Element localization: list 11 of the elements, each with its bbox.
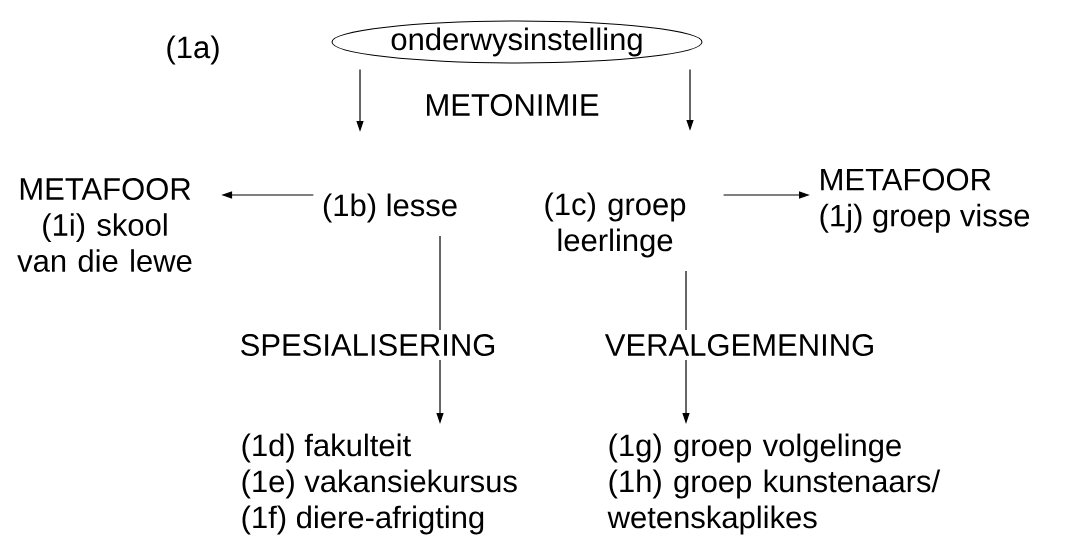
node-text: (1b) lesse xyxy=(323,193,457,223)
edge-label: SPESIALISERING xyxy=(235,330,501,360)
example-list: (1d) fakulteit (1e) vakansiekursus (1f) diere-afrigting xyxy=(242,433,517,535)
node-text: (1c) groep leerlinge xyxy=(545,192,686,258)
ellipse-node: onderwysinstelling xyxy=(331,20,703,64)
node-label: (1a) xyxy=(167,35,219,65)
node-text: METAFOOR (1j) groep visse xyxy=(820,168,1030,233)
relation-label: METONIMIE xyxy=(427,94,599,116)
example-list: (1g) groep volgelinge (1h) groep kunstenaars/ wetenskaplikes xyxy=(607,433,941,535)
edge-label: VERALGEMENING xyxy=(600,330,880,360)
node-text: METAFOOR (1i) skool van die lewe xyxy=(17,178,192,272)
